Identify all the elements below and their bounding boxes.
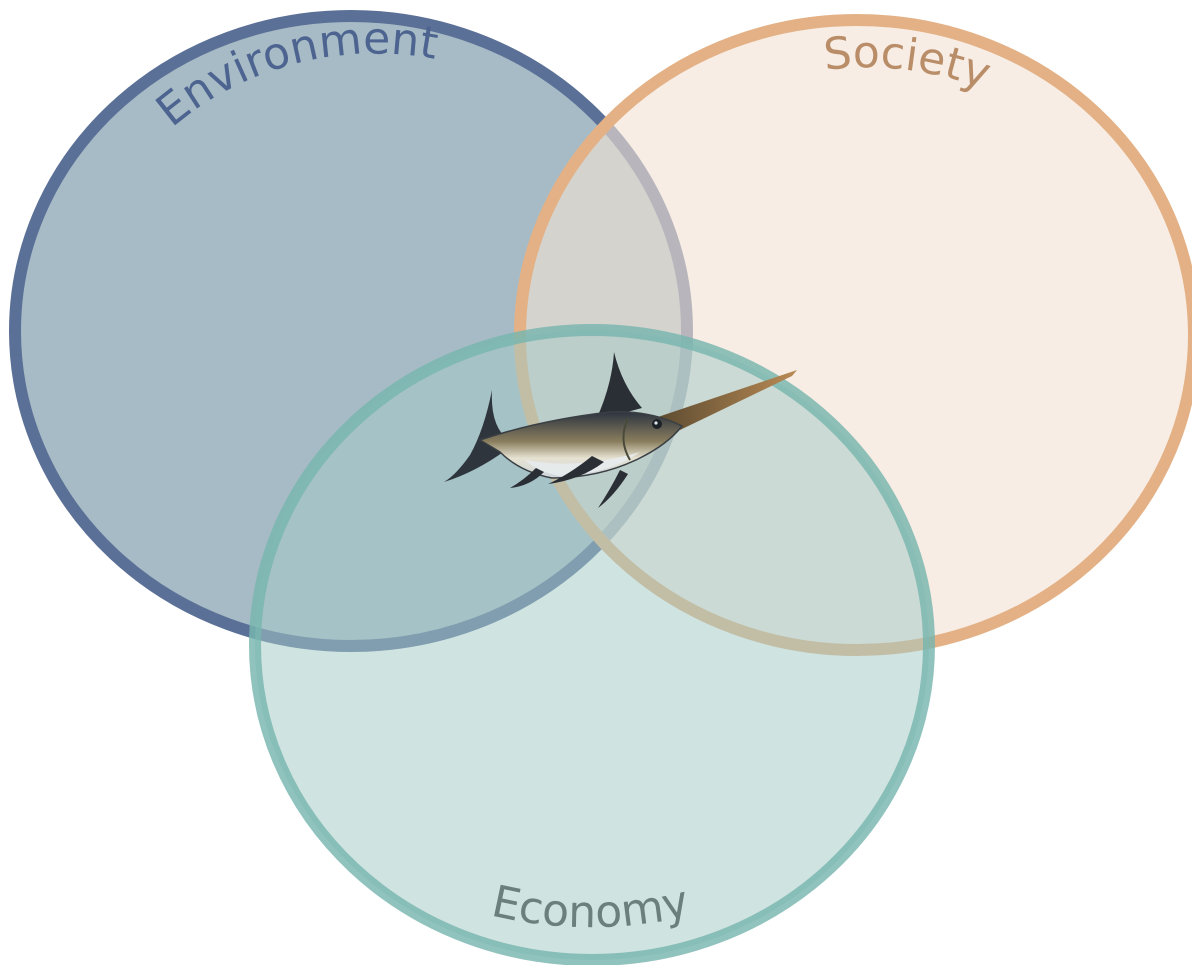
economy-set bbox=[249, 324, 935, 965]
swordfish-icon bbox=[444, 352, 797, 508]
economy-circle bbox=[249, 324, 935, 965]
